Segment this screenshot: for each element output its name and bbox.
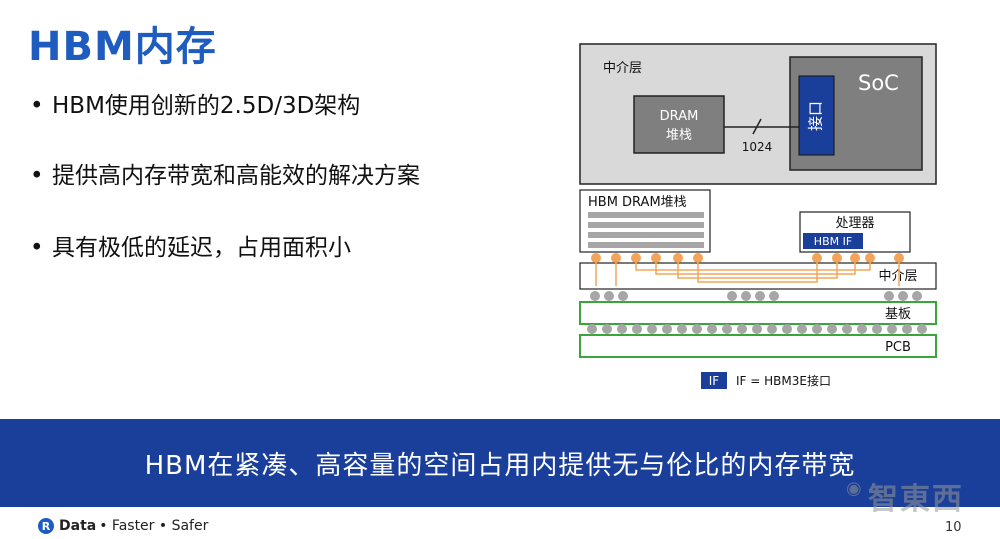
brand-logo-icon: R	[38, 518, 54, 534]
pcb-layer	[579, 334, 937, 358]
footer-brand: R Data • Faster • Safer	[38, 517, 208, 535]
watermark: 智東西	[868, 482, 964, 517]
top-interposer-label: 中介层	[603, 61, 642, 76]
bullet-dot-icon: •	[30, 93, 44, 119]
interface-box	[798, 75, 835, 156]
hbm-stack-box	[579, 189, 711, 253]
dram-layer	[588, 222, 704, 228]
hbm-if-label: HBM IF	[814, 235, 852, 248]
page-number: 10	[945, 520, 962, 535]
substrate-layer	[579, 301, 937, 325]
bullet-text: 具有极低的延迟，占用面积小	[52, 235, 351, 261]
interposer-layer-label: 中介层	[878, 269, 917, 284]
bullet-text: HBM使用创新的2.5D/3D架构	[52, 93, 361, 119]
dram-layer	[588, 212, 704, 218]
dram-stack-box	[633, 95, 725, 154]
c4-bumps	[590, 291, 922, 301]
summary-banner: HBM在紧凑、高容量的空间占用内提供无与伦比的内存带宽	[0, 419, 1000, 507]
bullet-item: • 具有极低的延迟，占用面积小	[30, 228, 351, 262]
hbm-diagram: 中介层 SoC 接口 DRAM 堆栈 1024 HBM DRAM堆栈 处理器 H…	[579, 43, 937, 389]
processor-label: 处理器	[835, 216, 874, 231]
bus-width-label: 1024	[742, 140, 773, 154]
hbm-if-box	[803, 233, 863, 249]
micro-bumps	[591, 253, 904, 263]
dram-label-line1: DRAM	[660, 109, 699, 124]
interposer-layer	[579, 262, 937, 290]
substrate-label: 基板	[885, 307, 911, 322]
watermark-signal-icon: ◉	[846, 478, 862, 499]
legend-if-badge-text: IF	[709, 374, 720, 388]
footer-brand-bold: Data	[59, 518, 97, 534]
dram-layer	[588, 232, 704, 238]
bus-slash	[752, 118, 762, 135]
pcb-label: PCB	[885, 340, 911, 355]
hbm-stack-label: HBM DRAM堆栈	[588, 195, 687, 210]
banner-text: HBM在紧凑、高容量的空间占用内提供无与伦比的内存带宽	[144, 450, 856, 481]
dram-layer	[588, 242, 704, 248]
footer-brand-rest: • Faster • Safer	[99, 518, 209, 534]
bga-balls	[587, 324, 927, 334]
interface-label: 接口	[807, 101, 825, 131]
bullet-dot-icon: •	[30, 163, 44, 189]
bullet-text: 提供高内存带宽和高能效的解决方案	[52, 163, 420, 189]
bullet-item: • HBM使用创新的2.5D/3D架构	[30, 86, 360, 120]
legend-if-badge	[701, 372, 727, 389]
slide-title: HBM内存	[28, 24, 217, 70]
soc-label: SoC	[858, 71, 899, 95]
dram-label-line2: 堆栈	[666, 128, 692, 143]
bullet-dot-icon: •	[30, 235, 44, 261]
bullet-item: • 提供高内存带宽和高能效的解决方案	[30, 156, 420, 190]
legend-text: IF = HBM3E接口	[736, 373, 831, 388]
